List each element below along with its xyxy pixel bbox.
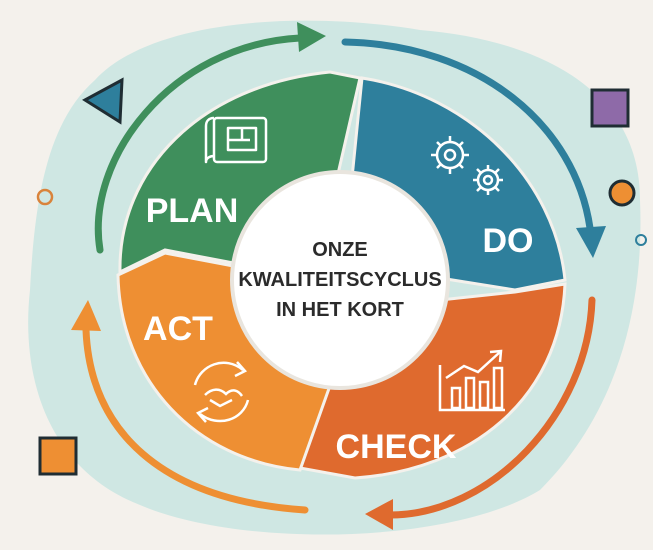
arrowhead-plan-icon	[297, 22, 326, 52]
purple-square-decoration	[590, 88, 630, 128]
orange-square-decoration	[38, 436, 78, 476]
triangle-decoration	[82, 77, 124, 125]
center-title-line3: IN HET KORT	[276, 299, 404, 321]
outer-arrow-do	[341, 38, 594, 232]
small-circle-left	[36, 188, 54, 206]
growth-chart-icon	[438, 349, 505, 412]
outer-arrow-plan	[94, 34, 304, 254]
label-act: ACT	[143, 310, 213, 348]
center-title-line1: ONZE	[312, 239, 368, 261]
label-check: CHECK	[336, 428, 457, 466]
label-plan: PLAN	[146, 192, 239, 230]
orange-circle-decoration	[608, 179, 636, 207]
outer-arrow-check	[386, 296, 596, 519]
arrowhead-act-icon	[71, 300, 101, 331]
blueprint-icon	[204, 116, 268, 164]
small-circle-right	[635, 234, 647, 246]
center-circle	[230, 170, 450, 390]
arrowhead-do-icon	[576, 226, 606, 258]
arrowhead-check-icon	[365, 499, 393, 530]
label-do: DO	[483, 222, 534, 260]
center-title-line2: KWALITEITSCYCLUS	[238, 269, 441, 291]
gears-icon	[431, 136, 503, 195]
handshake-cycle-icon	[193, 361, 250, 423]
outer-arrow-act	[82, 326, 309, 514]
